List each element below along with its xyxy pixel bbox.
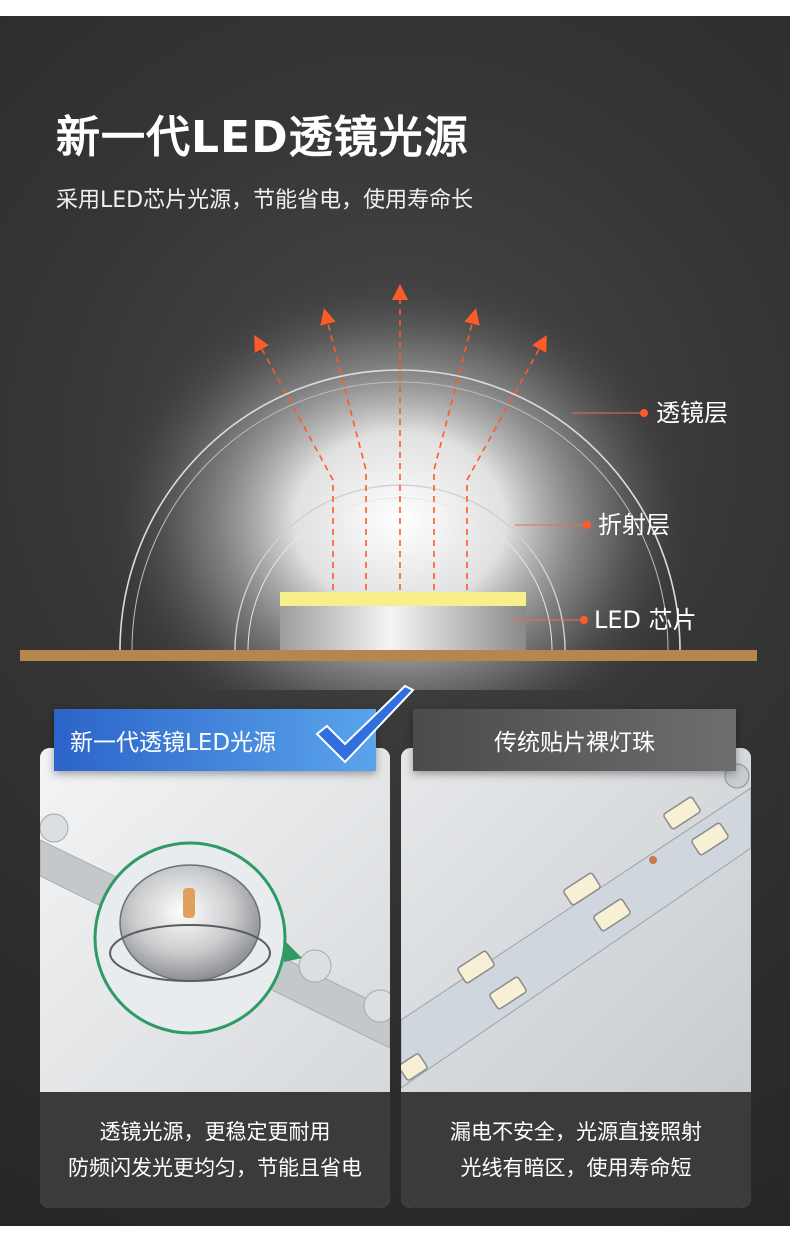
card-new-description: 透镜光源，更稳定更耐用 防频闪发光更均匀，节能且省电 (40, 1092, 390, 1208)
callout-led-chip: LED 芯片 (594, 606, 697, 634)
small-lens-3 (363, 989, 390, 1023)
led-lens-diagram (20, 270, 757, 690)
light-ray-arrows (254, 284, 547, 590)
callout-leaders (510, 412, 642, 621)
small-lens-2 (298, 949, 332, 983)
comparison-card-traditional: 漏电不安全，光源直接照射 光线有暗区，使用寿命短 (401, 748, 751, 1208)
led-chip-top (280, 592, 526, 606)
page-subtitle: 采用LED芯片光源，节能省电，使用寿命长 (56, 188, 474, 213)
resistor-dot (649, 856, 657, 864)
lens-layer-inner-outline (131, 381, 669, 651)
card-new-desc-line1: 透镜光源，更稳定更耐用 (99, 1120, 331, 1144)
card-traditional-description: 漏电不安全，光源直接照射 光线有暗区，使用寿命短 (401, 1092, 751, 1208)
tab-traditional-smd-led: 传统贴片裸灯珠 (413, 709, 736, 771)
page-title: 新一代LED透镜光源 (56, 112, 469, 163)
checkmark-icon (315, 684, 415, 764)
card-traditional-desc-line2: 光线有暗区，使用寿命短 (460, 1156, 692, 1180)
card-new-desc-line2: 防频闪发光更均匀，节能且省电 (68, 1156, 362, 1180)
smd-led-chips (401, 796, 729, 1081)
circuit-board-strip (20, 650, 757, 661)
light-glow (100, 270, 700, 690)
comparison-card-new: 透镜光源，更稳定更耐用 防频闪发光更均匀，节能且省电 (40, 748, 390, 1208)
card-traditional-desc-line1: 漏电不安全，光源直接照射 (450, 1120, 702, 1144)
light-ray-5 (466, 334, 547, 590)
zoom-pointer (284, 940, 302, 962)
callout-lens-layer: 透镜层 (656, 399, 728, 427)
light-ray-1 (254, 334, 334, 590)
callout-dot-chip (580, 616, 588, 624)
lens-led-photo (40, 748, 390, 1092)
lens-dome (119, 864, 261, 982)
lens-chip-highlight (183, 888, 195, 918)
callout-dot-lens (640, 409, 648, 417)
smd-strip-board (401, 787, 751, 1089)
led-chip-body (280, 606, 526, 650)
callout-refraction-layer: 折射层 (598, 511, 670, 539)
smd-led-photo (401, 748, 751, 1092)
small-lens-1 (40, 813, 69, 843)
callout-dot-refraction (583, 521, 591, 529)
